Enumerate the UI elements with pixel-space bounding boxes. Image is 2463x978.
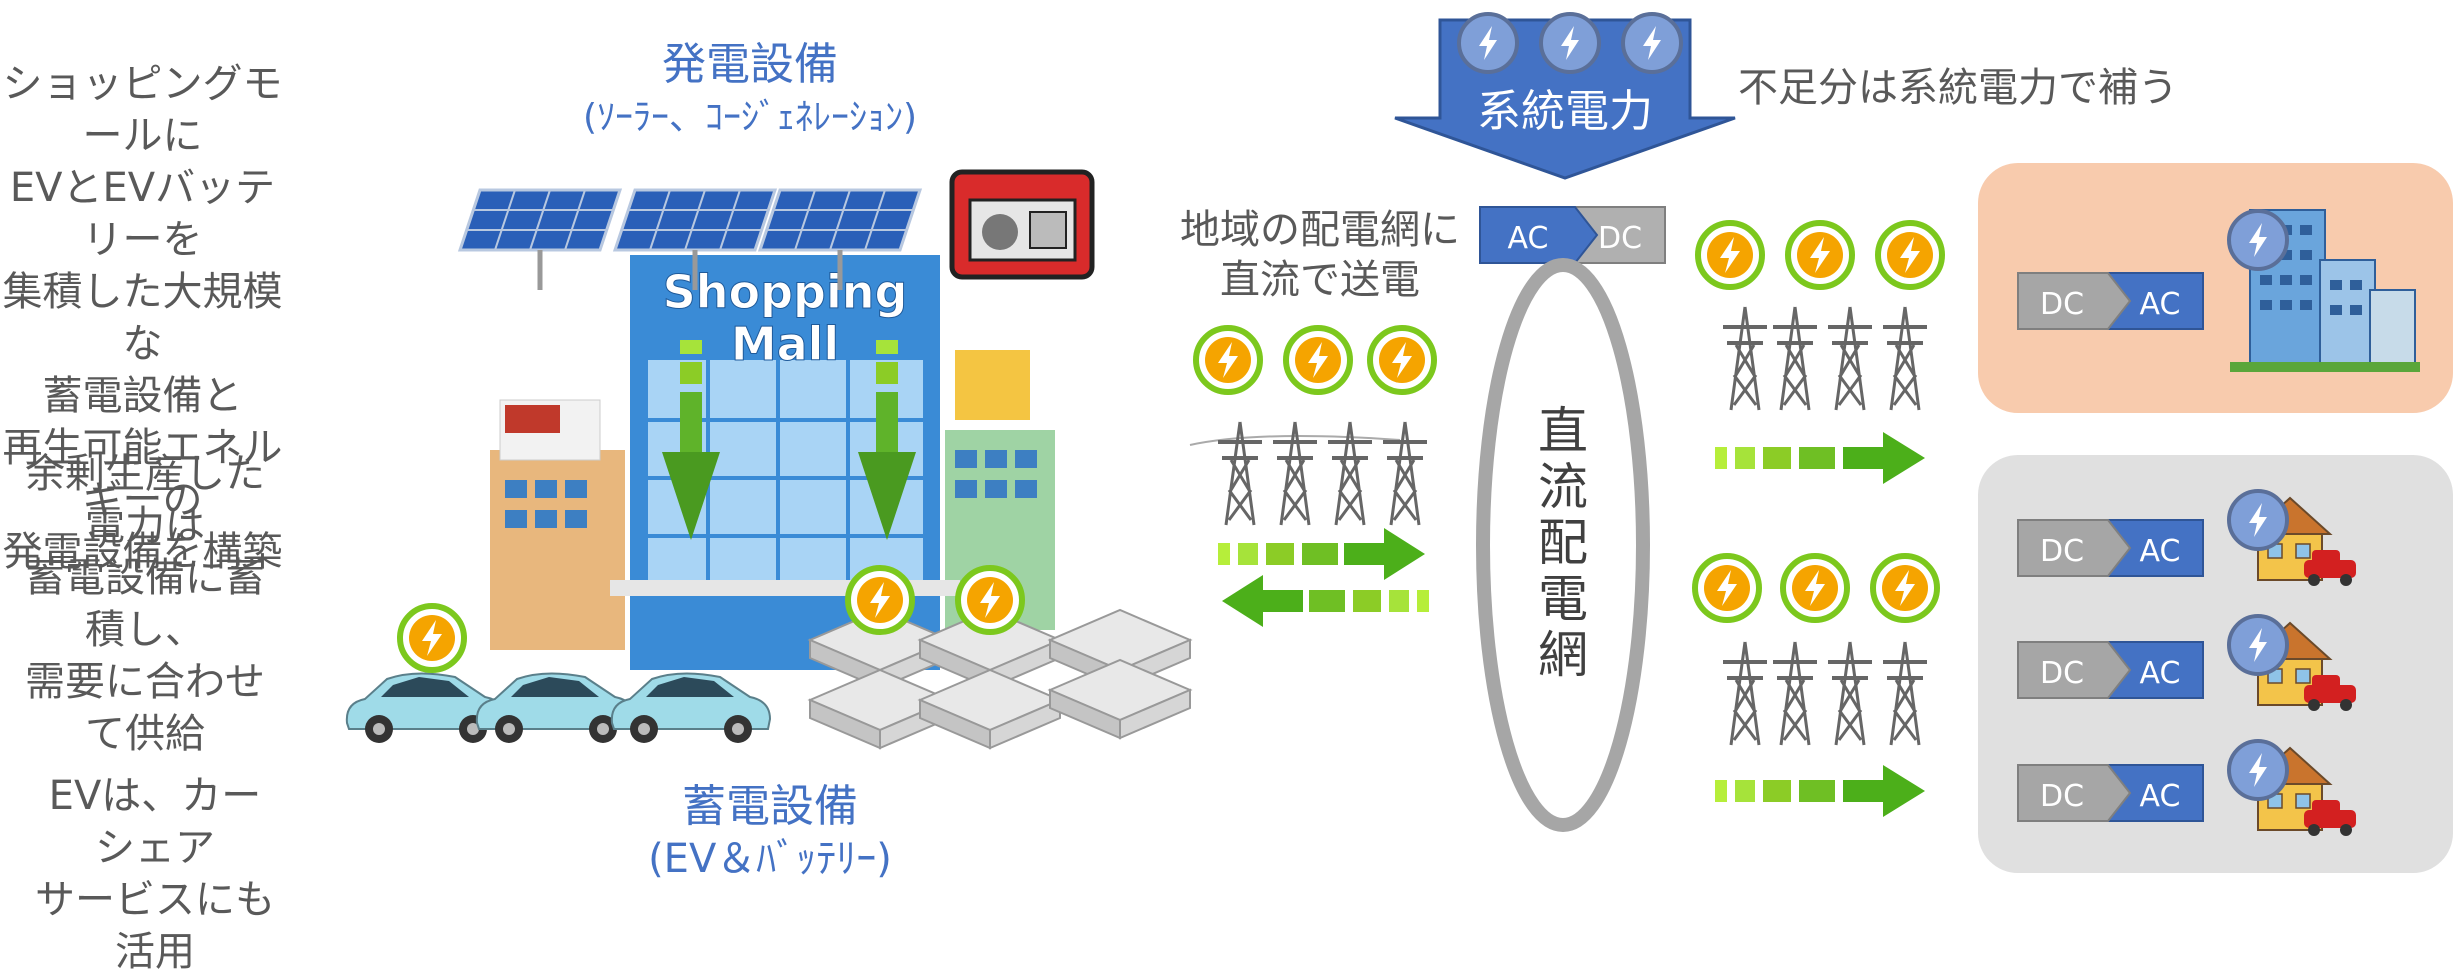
lightning-icon (1196, 328, 1260, 392)
right-arrow-icon (1218, 528, 1425, 580)
lightning-icon (2227, 614, 2289, 676)
ev-line: サービスにも活用 (35, 877, 275, 975)
surplus-text: 余剰生産した電力は 蓄電設備に蓄積し、 需要に合わせて供給 (10, 448, 280, 760)
right-arrow-icon (1715, 765, 1925, 817)
description-line: 蓄電設備と (42, 373, 243, 419)
converter-dc-label: DC (2040, 534, 2084, 569)
lightning-icon (1286, 328, 1350, 392)
surplus-line: 蓄電設備に蓄積し、 (25, 555, 265, 653)
mall-sign-line1: Shopping (663, 265, 908, 319)
power-tower-icon (1881, 640, 1929, 747)
description-line: EVとEVバッテリーを (9, 165, 276, 263)
grid-note: 不足分は系統電力で補う (1738, 55, 2178, 113)
down-arrow-icon (662, 340, 720, 540)
grid-note-text: 不足分は系統電力で補う (1738, 65, 2178, 111)
power-tower-icon (1771, 640, 1819, 747)
generation-title-text: 発電設備 (662, 39, 838, 90)
distribution-lower (1695, 556, 1937, 817)
battery-icon (919, 669, 1061, 749)
converter-ac-label: AC (2140, 534, 2181, 569)
lightning-icon (1698, 223, 1762, 287)
lightning-icon (2227, 739, 2289, 801)
office-building-icon (2230, 209, 2420, 372)
converter-ac-label: AC (2140, 779, 2181, 814)
dc-network-char: 網 (1538, 626, 1588, 684)
storage-subtitle: (EV＆ﾊﾞｯﾃﾘｰ) (600, 826, 940, 884)
power-tower-icon (1826, 640, 1874, 747)
ev-car-icon (475, 672, 636, 744)
shopping-mall-illustration: Shopping Mall (345, 169, 1191, 749)
diagram-canvas: Shopping Mall (345, 12, 2453, 873)
lightning-icon (1783, 556, 1847, 620)
lightning-icon (1788, 223, 1852, 287)
power-tower-icon (1271, 420, 1319, 527)
surplus-line: 余剰生産した電力は (25, 451, 265, 549)
down-arrow-icon (858, 340, 916, 540)
power-tower-icon (1881, 305, 1929, 412)
description-line: 再生可能エネルギーの (2, 425, 283, 523)
ev-line: EVは、カーシェア (48, 773, 262, 871)
storage-subtitle-text: (EV＆ﾊﾞｯﾃﾘｰ) (648, 836, 892, 882)
generation-subtitle: (ｿｰﾗｰ、ｺｰｼﾞｪﾈﾚｰｼｮﾝ) (540, 88, 960, 140)
lightning-icon (1539, 12, 1601, 74)
generator-icon (949, 169, 1095, 280)
power-tower-icon (1721, 305, 1769, 412)
converter-dc-label: DC (2040, 287, 2084, 322)
surplus-line: 需要に合わせて供給 (25, 659, 265, 757)
distribution-upper (1698, 223, 1942, 484)
lightning-icon (958, 568, 1022, 632)
generation-title: 発電設備 (560, 28, 940, 92)
lightning-icon (1873, 556, 1937, 620)
transmission-text: 地域の配電網に 直流で送電 (1165, 205, 1475, 305)
dc-network-ellipse (1476, 258, 1650, 832)
lightning-icon (1457, 12, 1519, 74)
dc-network-char: 流 (1538, 458, 1588, 516)
lightning-icon (1621, 12, 1683, 74)
converter-dc-label: DC (1598, 221, 1642, 256)
grid-supply-label: 系統電力 (1477, 86, 1653, 137)
dc-network-char: 配 (1538, 514, 1588, 572)
left-arrow-icon (1222, 575, 1429, 627)
storage-title: 蓄電設備 (620, 770, 920, 834)
lightning-icon (2227, 489, 2289, 551)
power-tower-icon (1381, 420, 1429, 527)
right-arrow-icon (1715, 432, 1925, 484)
description-line: ショッピングモールに (2, 61, 283, 159)
mall-sign-line2: Mall (731, 317, 839, 371)
dc-network-char: 直 (1538, 402, 1588, 460)
dc-network-label: 直 流 配 電 網 (1538, 402, 1588, 684)
generation-subtitle-text: (ｿｰﾗｰ、ｺｰｼﾞｪﾈﾚｰｼｮﾝ) (582, 97, 918, 138)
lightning-icon (1695, 556, 1759, 620)
grid-supply-arrow: 系統電力 (1394, 12, 1736, 180)
converter-dc-label: DC (2040, 656, 2084, 691)
converter-ac-label: AC (1508, 221, 1549, 256)
power-tower-icon (1721, 640, 1769, 747)
storage-title-text: 蓄電設備 (682, 781, 858, 832)
consumer-converter: DC AC (2017, 272, 2204, 330)
consumer-converter: DC AC (2017, 519, 2204, 577)
consumer-converter: DC AC (2017, 764, 2204, 822)
converter-ac-label: AC (2140, 656, 2181, 691)
lightning-icon (2227, 209, 2289, 271)
lightning-icon (400, 606, 464, 670)
lightning-icon (848, 568, 912, 632)
consumer-converter: DC AC (2017, 641, 2204, 699)
converter-dc-label: DC (2040, 779, 2084, 814)
transmission-section (1189, 328, 1434, 627)
power-tower-icon (1826, 305, 1874, 412)
lightning-icon (1878, 223, 1942, 287)
description-line: 集積した大規模な (2, 269, 283, 367)
power-tower-icon (1771, 305, 1819, 412)
converter-ac-label: AC (2140, 287, 2181, 322)
description-line: 発電設備を構築 (2, 529, 283, 575)
transmission-line: 地域の配電網に (1180, 207, 1460, 253)
dc-network-char: 電 (1538, 570, 1588, 628)
description-text: ショッピングモールに EVとEVバッテリーを 集積した大規模な 蓄電設備と 再生… (0, 58, 285, 578)
transmission-line: 直流で送電 (1220, 257, 1420, 303)
ev-car-icon (610, 672, 771, 744)
battery-icon (1049, 659, 1191, 739)
solar-panel-icon (460, 190, 620, 290)
main-converter: AC DC (1479, 206, 1666, 264)
lightning-icon (1370, 328, 1434, 392)
